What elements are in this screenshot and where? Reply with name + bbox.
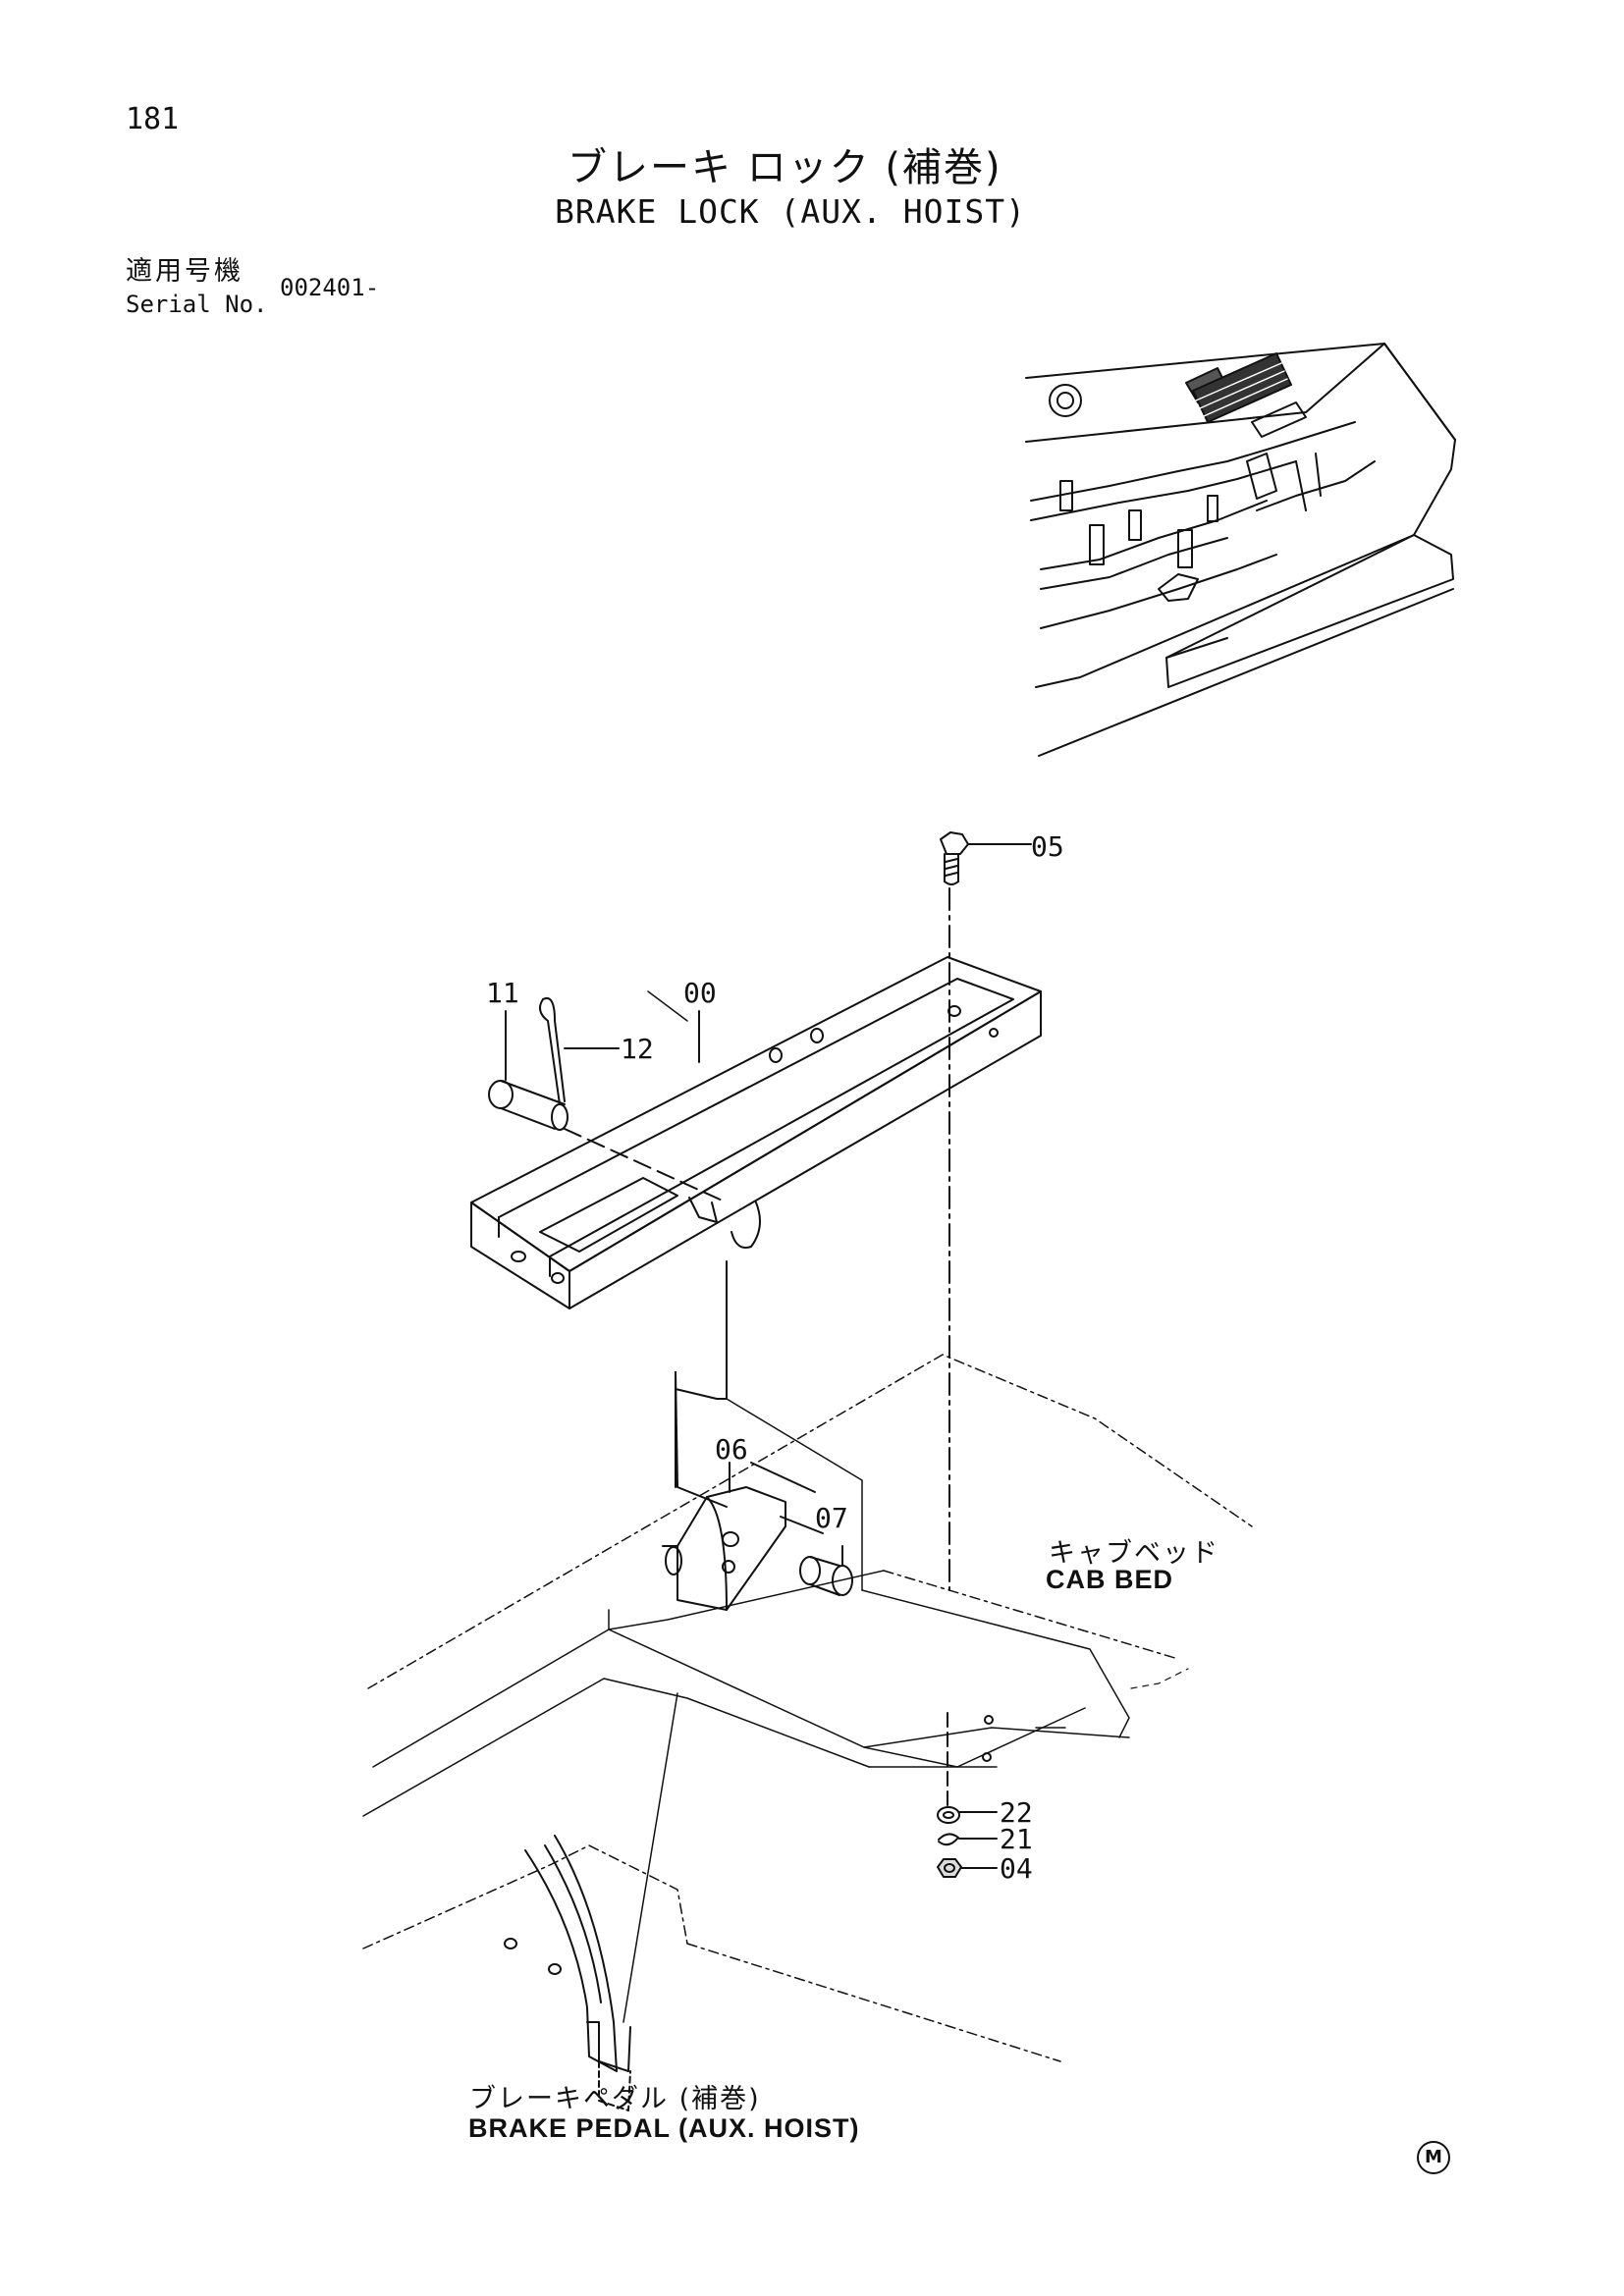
callout-06: 06 <box>715 1433 748 1466</box>
serial-label-english: Serial No. <box>126 291 268 318</box>
cab-bed-floor <box>362 1354 1253 2062</box>
page-number: 181 <box>126 102 180 136</box>
cotter-pin-12 <box>538 997 620 1105</box>
nut-04 <box>937 1858 998 1878</box>
callout-04: 04 <box>1000 1852 1033 1885</box>
serial-label-japanese: 適用号機 <box>126 256 244 287</box>
manufacturer-mark-icon: M <box>1417 2141 1450 2174</box>
brake-pedal <box>524 1692 678 2111</box>
callout-12: 12 <box>621 1033 654 1065</box>
page-title-english: BRAKE LOCK (AUX. HOIST) <box>555 192 1026 231</box>
brake-pedal-label-english: BRAKE PEDAL (AUX. HOIST) <box>468 2113 860 2143</box>
callout-22: 22 <box>1000 1796 1033 1829</box>
page-title-japanese: ブレーキ ロック (補巻) <box>568 145 1002 190</box>
bolt-05 <box>940 831 1032 885</box>
brake-pedal-label-japanese: ブレーキペダル (補巻) <box>469 2084 761 2114</box>
callout-11: 11 <box>486 977 519 1009</box>
washer-22 <box>937 1806 998 1824</box>
overview-inset-illustration <box>1025 343 1456 757</box>
cab-bed-label-english: CAB BED <box>1046 1565 1174 1594</box>
callout-07: 07 <box>815 1502 848 1534</box>
bracket-06 <box>662 1462 824 1611</box>
cab-bed-label-japanese: キャブベッド <box>1049 1538 1219 1569</box>
bracket-00 <box>470 956 1042 1309</box>
serial-number-value: 002401- <box>280 274 380 301</box>
callout-00: 00 <box>683 977 717 1009</box>
pin-11 <box>488 1010 568 1131</box>
callout-05: 05 <box>1031 830 1064 863</box>
spring-washer-21 <box>938 1833 998 1846</box>
collar-07 <box>799 1545 853 1596</box>
callout-21: 21 <box>1000 1823 1033 1855</box>
